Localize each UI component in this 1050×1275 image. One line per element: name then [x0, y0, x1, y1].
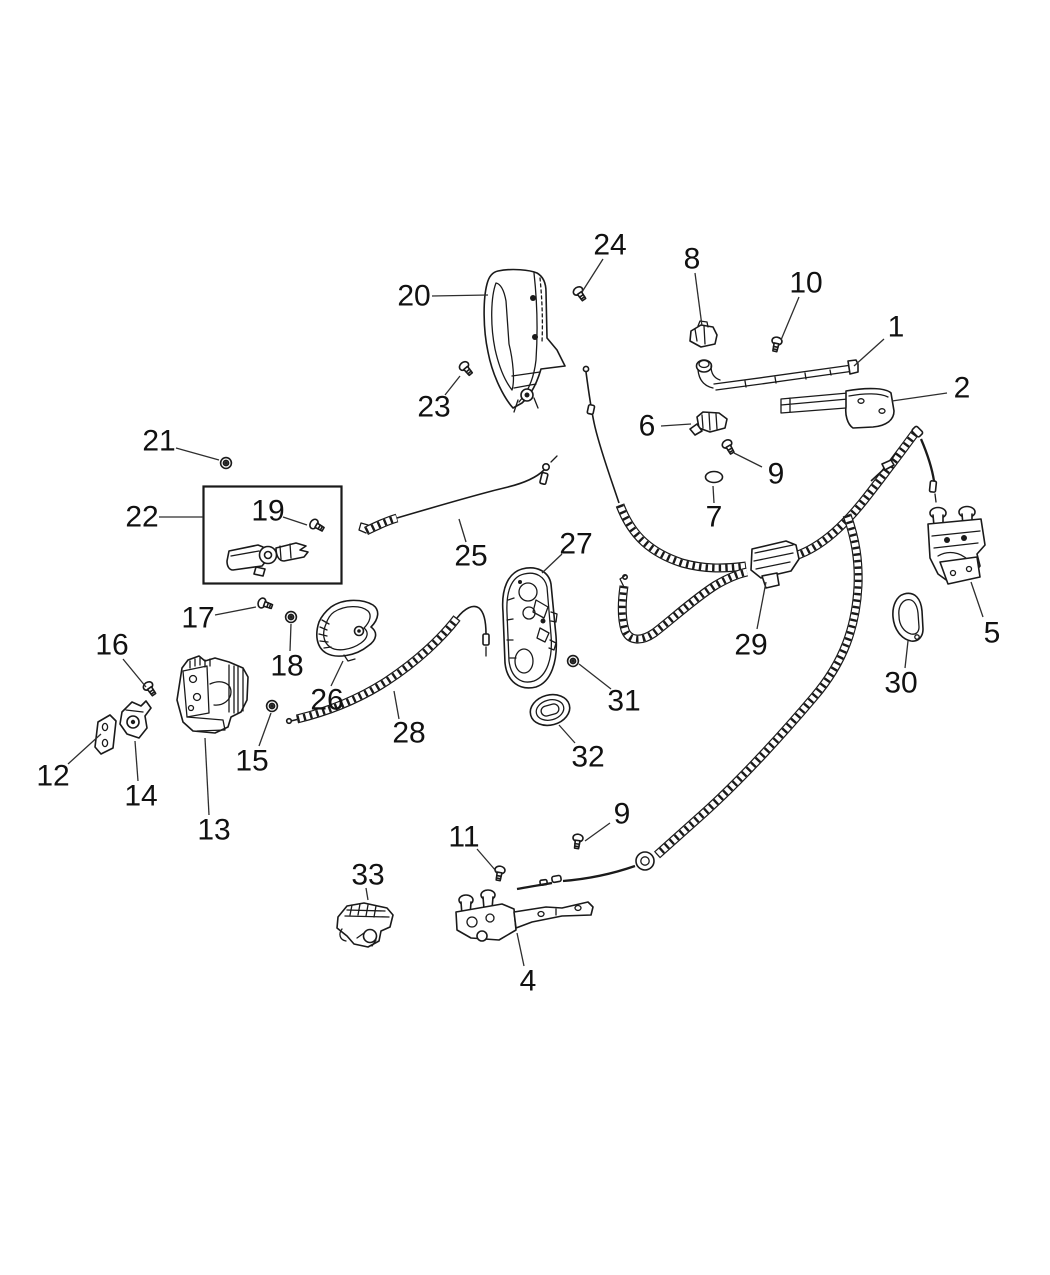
- callout-25-label: 25: [454, 540, 487, 573]
- callout-30-leader: [904, 640, 909, 669]
- part-15-nut: [265, 699, 279, 713]
- callout-27-label: 27: [559, 528, 592, 561]
- main-cable-bundle: [795, 425, 938, 556]
- part-6-clip: [689, 411, 728, 436]
- part-13-latch: [176, 655, 249, 734]
- part-2-bracket: [780, 387, 895, 429]
- callout-14-leader: [134, 740, 139, 782]
- callout-9b-leader: [584, 822, 611, 842]
- callout-2-leader: [891, 392, 948, 402]
- callout-8-leader: [694, 272, 703, 327]
- part-27-handle-carrier: [501, 567, 558, 689]
- callout-19-label: 19: [251, 495, 284, 528]
- callout-12-leader: [67, 733, 102, 765]
- inner-release-cable: [582, 365, 746, 568]
- callout-27-leader: [541, 553, 563, 574]
- callout-8-label: 8: [684, 243, 701, 276]
- callout-17-label: 17: [181, 602, 214, 635]
- callout-9a-label: 9: [768, 458, 785, 491]
- part-32-grommet: [529, 693, 571, 727]
- callout-14-label: 14: [124, 780, 157, 813]
- callout-15-label: 15: [235, 745, 268, 778]
- part-20-door-handle-shell: [483, 268, 566, 413]
- lower-door-cable: [516, 515, 858, 891]
- callout-33-label: 33: [351, 859, 384, 892]
- callout-12-label: 12: [36, 760, 69, 793]
- callout-31-label: 31: [607, 685, 640, 718]
- callout-4-leader: [516, 932, 525, 967]
- callout-22-label: 22: [125, 501, 158, 534]
- callout-20-label: 20: [397, 280, 430, 313]
- part-31-nut: [566, 654, 580, 668]
- callout-16-label: 16: [95, 629, 128, 662]
- callout-20-leader: [431, 294, 489, 297]
- callout-6-label: 6: [639, 410, 656, 443]
- part-22-box: [202, 485, 343, 585]
- part-5-latch: [927, 505, 986, 585]
- junction-lower-cable: [620, 572, 747, 639]
- part-8-clip: [689, 320, 718, 348]
- callout-1-leader: [853, 338, 885, 367]
- callout-18-leader: [289, 623, 292, 652]
- callout-9b-label: 9: [614, 798, 631, 831]
- callout-23-label: 23: [417, 391, 450, 424]
- callout-33-leader: [365, 887, 369, 901]
- callout-10-leader: [780, 296, 800, 341]
- parts-group: [94, 268, 986, 948]
- callout-30-label: 30: [884, 667, 917, 700]
- callout-19-leader: [282, 516, 308, 526]
- part-22-actuator-kit: [202, 485, 343, 585]
- callout-29-label: 29: [734, 629, 767, 662]
- callout-29-leader: [756, 581, 767, 630]
- callout-24-label: 24: [593, 229, 626, 262]
- callout-4-label: 4: [520, 965, 537, 998]
- part-7-plug: [704, 470, 724, 484]
- callout-5-label: 5: [984, 617, 1001, 650]
- callout-18-label: 18: [270, 650, 303, 683]
- callout-26-label: 26: [310, 684, 343, 717]
- callout-21-label: 21: [142, 425, 175, 458]
- callout-21-leader: [175, 447, 220, 461]
- part-14-striker-bracket: [119, 700, 152, 739]
- callout-28-leader: [393, 690, 400, 720]
- callout-15-leader: [258, 712, 272, 747]
- callout-7-label: 7: [706, 501, 723, 534]
- part-12-shim-plate: [94, 714, 117, 755]
- cable-assembly-group: [285, 365, 938, 891]
- part-29-cable-junction: [750, 540, 800, 589]
- part-30-seal: [892, 592, 924, 642]
- callout-6-leader: [660, 423, 692, 427]
- callout-32-label: 32: [571, 741, 604, 774]
- callout-7-leader: [712, 485, 715, 504]
- callouts-layer: 1245678991011121314151617181920212223242…: [36, 229, 1000, 998]
- part-4-lower-hinge-bracket: [455, 889, 594, 942]
- callout-28-label: 28: [392, 717, 425, 750]
- callout-11-leader: [476, 848, 497, 872]
- part-22-actuator: [226, 542, 309, 577]
- callout-13-label: 13: [197, 814, 230, 847]
- callout-24-leader: [581, 258, 604, 293]
- callout-1-label: 1: [888, 311, 905, 344]
- callout-17-leader: [214, 606, 257, 616]
- part-21-nut: [219, 456, 233, 470]
- callout-10-label: 10: [789, 267, 822, 300]
- callout-26-leader: [330, 660, 344, 687]
- part-1-link-rod: [695, 359, 859, 391]
- part-18-nut: [284, 610, 298, 624]
- callout-32-leader: [558, 724, 576, 744]
- part-26-handle-bezel: [316, 599, 379, 662]
- part-33-striker: [336, 902, 394, 948]
- callout-5-leader: [970, 581, 984, 618]
- callout-11-label: 11: [448, 821, 479, 854]
- callout-31-leader: [578, 663, 612, 690]
- part-25-release-cable: [358, 455, 558, 533]
- callout-2-label: 2: [954, 372, 971, 405]
- callout-9a-leader: [733, 452, 763, 468]
- callout-23-leader: [444, 375, 461, 396]
- part-28-latch-cable: [285, 605, 490, 725]
- callout-25-leader: [458, 518, 467, 543]
- callout-16-leader: [122, 658, 147, 688]
- callout-13-leader: [204, 737, 210, 816]
